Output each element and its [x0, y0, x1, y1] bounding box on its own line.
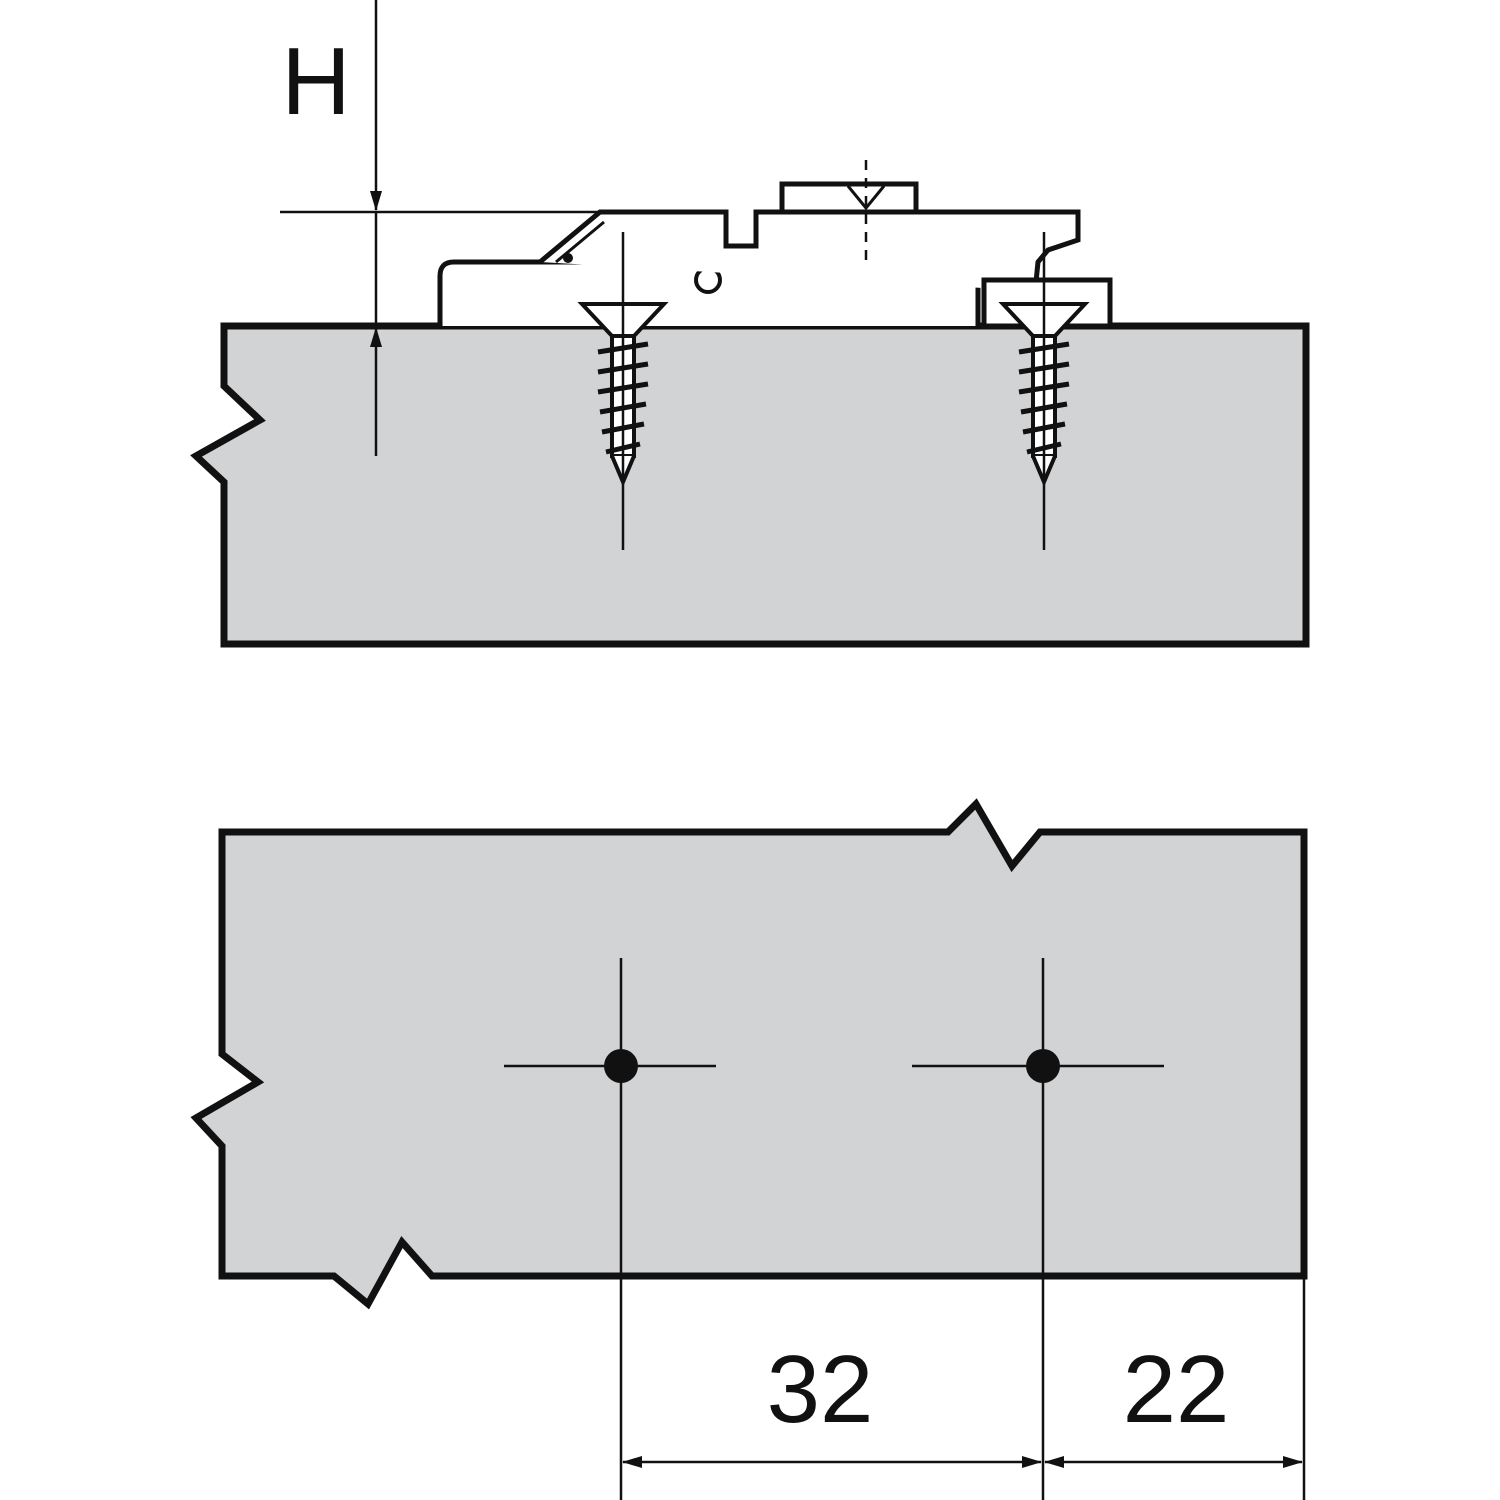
drill-hole-2: [1026, 1049, 1060, 1083]
spacing-dimension: 32: [622, 1336, 1042, 1468]
top-panel: [190, 322, 1310, 648]
edge-label: 22: [1123, 1336, 1230, 1443]
height-dimension: H: [280, 0, 600, 456]
height-label: H: [281, 28, 350, 135]
screw-left: [577, 232, 669, 550]
edge-dimension: 22: [1044, 1336, 1303, 1468]
spacing-label: 32: [767, 1336, 874, 1443]
drill-hole-1: [604, 1049, 638, 1083]
bottom-panel: [190, 798, 1308, 1310]
side-view: H: [190, 0, 1310, 648]
hole-markers: [504, 958, 1306, 1500]
drilling-view: [190, 798, 1308, 1310]
screw-right: [998, 232, 1090, 550]
